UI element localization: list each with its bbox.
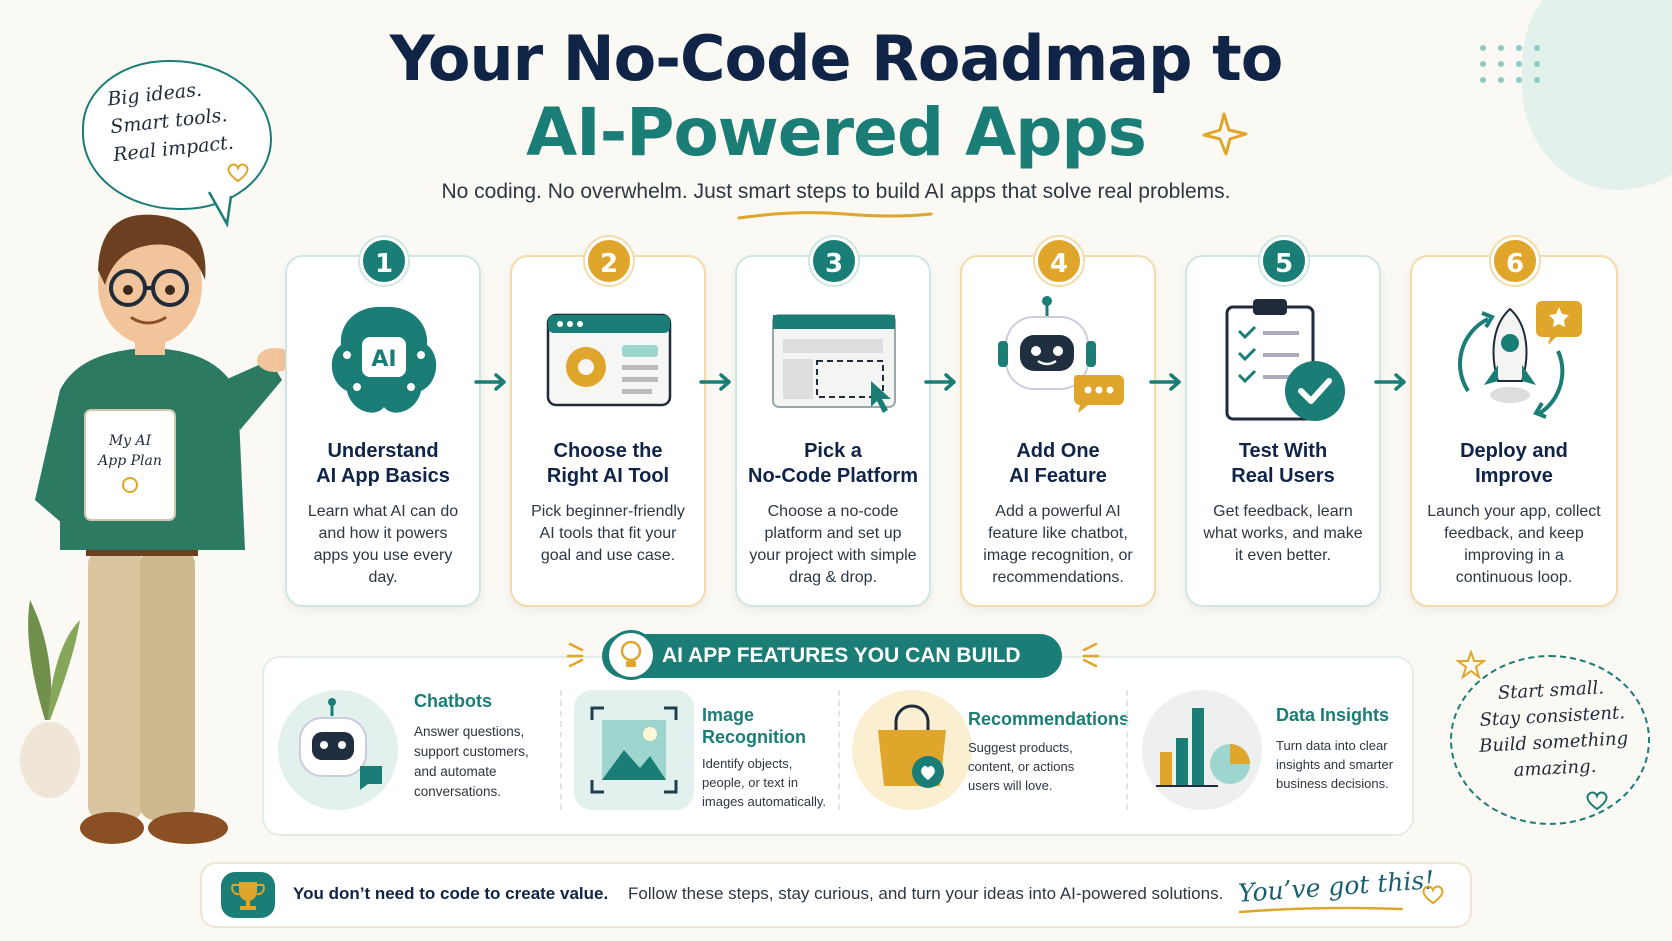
divider <box>1126 690 1128 810</box>
speech-bubble-tail <box>207 191 233 228</box>
page-title-line1: Your No-Code Roadmap to <box>389 22 1284 95</box>
step-badge-6: 6 <box>1491 237 1539 285</box>
feature-image-recognition: Image Recognition Identify objects, peop… <box>574 690 836 810</box>
feature-title-image: Image Recognition <box>702 704 806 748</box>
spark-lines-icon <box>1082 642 1100 668</box>
step-badge-3: 3 <box>810 237 858 285</box>
step-desc-6: Launch your app, collect feedback, and k… <box>1427 503 1601 586</box>
step-title-4-line2: AI Feature <box>1009 465 1107 487</box>
step-badge-5: 5 <box>1260 237 1308 285</box>
step-title-5-line1: Test With <box>1238 440 1328 462</box>
page-title-line2: AI-Powered Apps <box>526 94 1147 171</box>
feature-title-image-line2: Recognition <box>702 727 806 747</box>
robot-chat-icon <box>998 296 1124 413</box>
feature-data-insights: Data Insights Turn data into clear insig… <box>1142 690 1402 810</box>
arrow-right-icon <box>924 373 956 391</box>
motivation-bubble <box>1450 655 1650 825</box>
brain-icon-label: AI <box>371 347 396 372</box>
feature-desc-image: Identify objects, people, or text in ima… <box>702 756 827 809</box>
feature-title-image-line1: Image <box>702 705 755 725</box>
step-desc-2: Pick beginner-friendly AI tools that fit… <box>531 503 685 564</box>
clipboard-check-icon <box>1225 299 1345 421</box>
step-desc-1: Learn what AI can do and how it powers a… <box>307 503 459 586</box>
speech-bubble <box>82 60 272 210</box>
step-title-1-line1: Understand <box>327 440 439 462</box>
notebook-text-2: App Plan <box>96 453 162 469</box>
arrow-right-icon <box>474 373 506 391</box>
step-card-6: 6 Deploy and Improve Launch your app, co… <box>1410 237 1618 607</box>
shopping-bag-icon <box>852 690 972 810</box>
footer-bold-text: You don’t need to code to create value. <box>293 884 609 903</box>
divider <box>838 690 840 810</box>
feature-title-chatbots: Chatbots <box>414 691 492 711</box>
step-title-2-line2: Right AI Tool <box>546 465 670 487</box>
step-desc-3: Choose a no-code platform and set up you… <box>749 503 917 586</box>
decorative-dots <box>1480 45 1542 83</box>
step-title-6-line2: Improve <box>1475 465 1553 487</box>
heart-icon <box>1422 885 1444 905</box>
notebook-text-1: My AI <box>108 433 152 449</box>
trophy-icon <box>221 872 275 918</box>
step-title-4-line1: Add One <box>1016 440 1100 462</box>
step-title-3: Pick a No-Code Platform <box>743 439 923 489</box>
step-title-5-line2: Real Users <box>1231 465 1335 487</box>
step-desc-5: Get feedback, learn what works, and make… <box>1203 503 1363 564</box>
feature-title-data: Data Insights <box>1276 705 1390 725</box>
feature-title-recommendations: Recommendations <box>968 709 1130 729</box>
image-frame-icon <box>574 690 694 810</box>
page-subtitle: No coding. No overwhelm. Just smart step… <box>441 180 1231 203</box>
heart-icon <box>1586 791 1608 811</box>
step-badge-1: 1 <box>360 237 408 285</box>
step-card-2: 2 Choose the Right AI Tool Pick beginner… <box>510 237 706 607</box>
divider <box>560 690 562 810</box>
features-heading: AI APP FEATURES YOU CAN BUILD <box>602 634 1062 678</box>
settings-window-icon <box>546 313 672 407</box>
footer-banner <box>200 862 1472 928</box>
step-title-6: Deploy and Improve <box>1418 439 1610 489</box>
step-title-3-line1: Pick a <box>804 440 862 462</box>
step-badge-2: 2 <box>585 237 633 285</box>
footer-text: Follow these steps, stay curious, and tu… <box>628 884 1224 903</box>
step-title-5: Test With Real Users <box>1193 439 1373 489</box>
feature-desc-chatbots: Answer questions, support customers, and… <box>414 724 529 799</box>
feature-recommendations: Recommendations Suggest products, conten… <box>852 690 1129 810</box>
step-title-4: Add One AI Feature <box>968 439 1148 489</box>
step-card-1: 1 AI Understand AI App Basics Learn what… <box>285 237 481 607</box>
step-title-1: Understand AI App Basics <box>293 439 473 489</box>
subtitle-underline <box>737 211 933 220</box>
bar-pie-chart-icon <box>1142 690 1262 810</box>
step-title-2: Choose the Right AI Tool <box>518 439 698 489</box>
arrow-right-icon <box>1149 373 1181 391</box>
speech-bubble-text: Big ideas. Smart tools. Real impact. <box>106 71 254 169</box>
feature-desc-recommendations: Suggest products, content, or actions us… <box>968 740 1075 793</box>
rocket-loop-icon <box>1458 301 1582 419</box>
star-icon <box>1456 650 1486 680</box>
sparkle-icon <box>1202 112 1248 156</box>
step-title-3-line2: No-Code Platform <box>748 465 918 487</box>
drag-drop-window-icon <box>772 314 896 413</box>
spark-lines-icon <box>566 642 584 668</box>
motivation-text: Start small. Stay consistent. Build some… <box>1465 674 1640 787</box>
step-card-5: 5 Test With Real Users Get feedback, lea… <box>1185 237 1381 607</box>
chatbot-icon <box>278 690 398 810</box>
lightbulb-icon <box>606 630 656 680</box>
step-title-6-line1: Deploy and <box>1460 440 1568 462</box>
step-title-2-line1: Choose the <box>553 440 663 462</box>
arrow-right-icon <box>699 373 731 391</box>
feature-desc-data: Turn data into clear insights and smarte… <box>1276 738 1394 791</box>
character-illustration: My AI App Plan <box>20 214 293 844</box>
step-desc-4: Add a powerful AI feature like chatbot, … <box>983 503 1133 586</box>
step-title-1-line2: AI App Basics <box>316 465 450 487</box>
feature-chatbots: Chatbots Answer questions, support custo… <box>278 690 558 810</box>
footer-underline <box>1238 906 1404 914</box>
brain-ai-icon: AI <box>331 306 437 413</box>
step-badge-4: 4 <box>1035 237 1083 285</box>
heart-icon <box>227 163 249 183</box>
arrow-right-icon <box>1374 373 1406 391</box>
step-card-4: 4 Add One AI Feature Add a powerful AI f… <box>960 237 1156 607</box>
step-card-3: 3 Pick a No-Code Platform Choose a no-co… <box>735 237 931 607</box>
